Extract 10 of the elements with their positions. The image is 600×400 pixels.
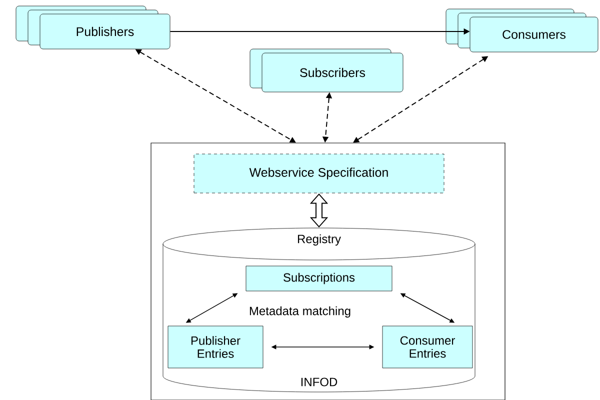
stacked-box: Subscribers [250, 48, 404, 92]
stacked-box: Publishers [16, 6, 170, 50]
entry-box: Consumer Entries [382, 326, 473, 368]
entry-box: Publisher Entries [168, 326, 264, 368]
stacked-box: Consumers [446, 8, 598, 52]
entry-box: Subscriptions [246, 266, 392, 292]
node-label: INFOD [301, 378, 338, 386]
frame-box [150, 142, 506, 400]
dashed-box: Webservice Specification [194, 154, 444, 194]
label-text: Metadata matching [250, 306, 350, 318]
